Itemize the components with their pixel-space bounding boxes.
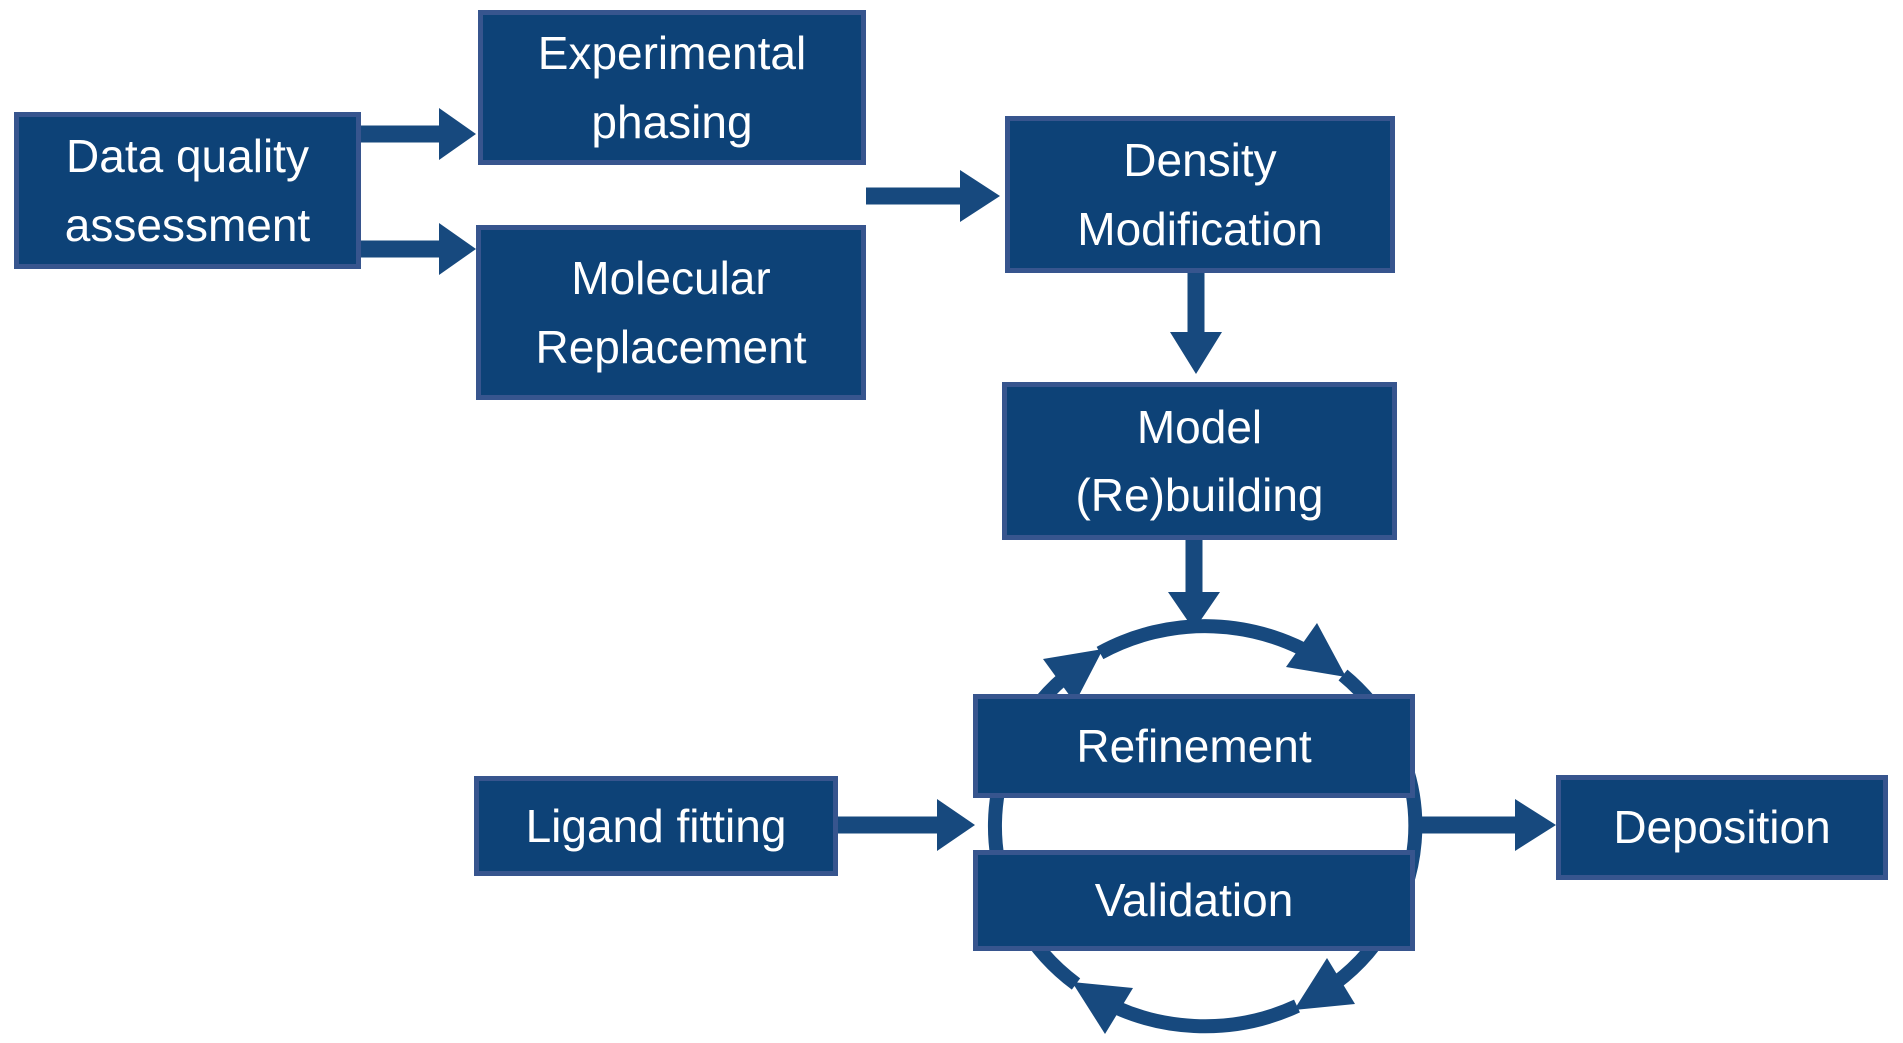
node-refinement: Refinement <box>973 694 1415 798</box>
node-label: Model (Re)building <box>1075 400 1324 521</box>
node-data-quality-assessment: Data quality assessment <box>14 112 361 269</box>
node-label: Molecular Replacement <box>535 252 807 373</box>
node-validation: Validation <box>973 850 1415 951</box>
node-label: Density Modification <box>1077 134 1323 255</box>
cycle-arrow-circle <box>987 619 1423 1034</box>
arrow-density-modification-to-model-rebuilding <box>1170 273 1222 374</box>
cycle-arrowhead <box>1294 958 1355 1010</box>
cycle-arrowhead <box>1072 982 1133 1034</box>
cycle-arc-segment <box>1096 619 1329 668</box>
node-label: Validation <box>1094 874 1294 927</box>
node-label: Deposition <box>1613 801 1831 854</box>
node-label: Experimental phasing <box>537 27 807 148</box>
arrow-phasing-to-density-modification <box>866 170 1000 222</box>
arrow-ligand-fitting-to-cycle <box>838 799 975 851</box>
node-label: Data quality assessment <box>64 130 311 251</box>
node-molecular-replacement: Molecular Replacement <box>476 225 866 400</box>
arrow-dqa-to-experimental-phasing <box>361 108 476 160</box>
node-experimental-phasing: Experimental phasing <box>478 10 866 165</box>
cycle-arrowhead <box>1286 623 1346 677</box>
node-deposition: Deposition <box>1556 775 1888 880</box>
arrow-cycle-to-deposition <box>1420 799 1556 851</box>
node-model-rebuilding: Model (Re)building <box>1002 382 1397 540</box>
node-label: Refinement <box>1076 719 1312 772</box>
node-density-modification: Density Modification <box>1005 116 1395 273</box>
cycle-arrowhead <box>1043 649 1103 703</box>
node-ligand-fitting: Ligand fitting <box>474 776 838 876</box>
node-label: Ligand fitting <box>525 799 787 852</box>
arrow-model-rebuilding-to-cycle <box>1168 540 1220 630</box>
arrow-dqa-to-molecular-replacement <box>361 223 476 275</box>
